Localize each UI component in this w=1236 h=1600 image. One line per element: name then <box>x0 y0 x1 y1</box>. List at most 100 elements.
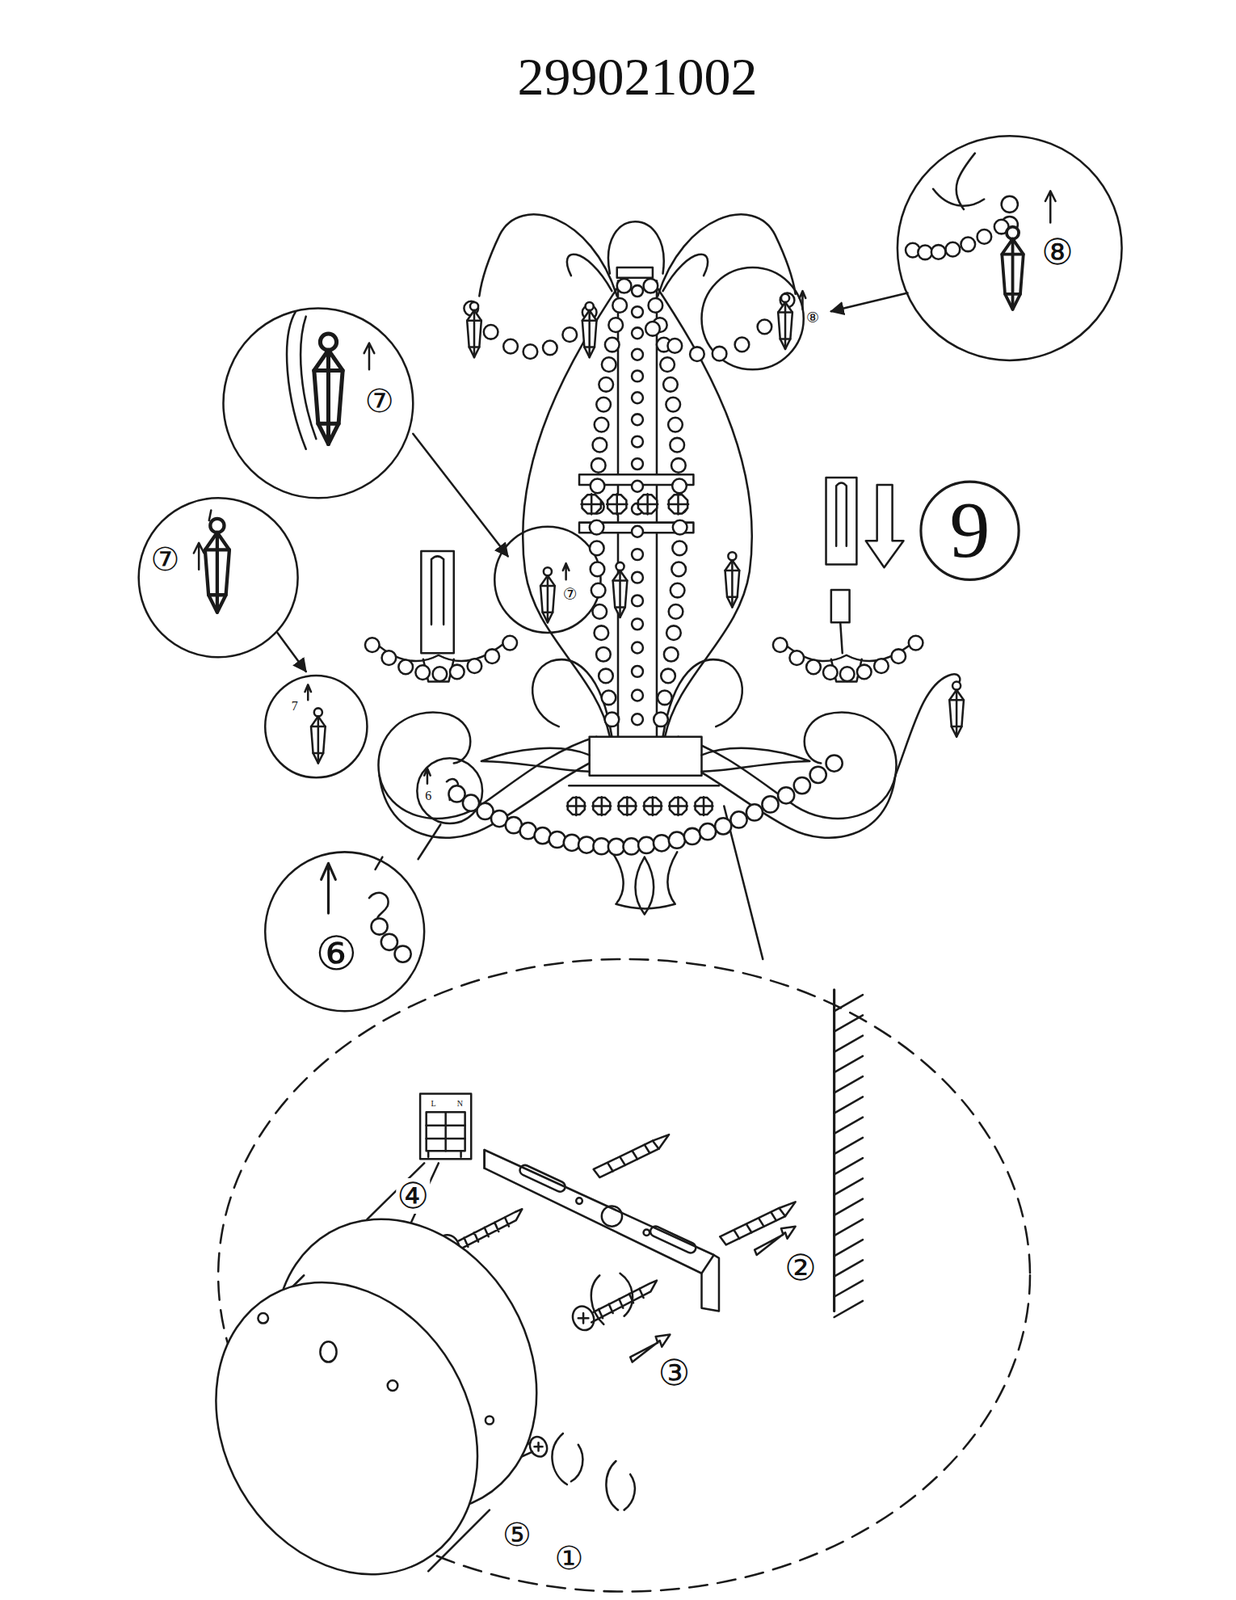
bead-chain <box>672 520 688 535</box>
wall-hatching <box>834 1055 863 1073</box>
bead-chain <box>631 285 644 297</box>
bead-chain <box>596 397 611 412</box>
bead-chain <box>657 689 673 705</box>
bead-chain <box>773 637 788 652</box>
octagon-crystal <box>606 493 627 514</box>
octagon-crystal <box>637 493 658 514</box>
bead-chain <box>660 357 675 372</box>
octagon-crystal <box>643 797 661 815</box>
wall-hatching <box>834 1239 863 1256</box>
bead-chain <box>645 293 795 362</box>
zoom-circle <box>897 135 1123 361</box>
crystal-drop <box>613 562 628 618</box>
bead-chain <box>631 548 644 560</box>
bead-chain <box>605 711 620 727</box>
wall-hatching <box>834 1137 863 1154</box>
crystal-drop <box>1006 227 1019 240</box>
bead-chain <box>668 338 683 354</box>
bead-chain <box>648 298 664 313</box>
chandelier-frame <box>826 477 858 564</box>
octagon-crystal <box>592 796 611 816</box>
octagon-crystal <box>695 797 713 815</box>
bead-chain <box>395 945 412 963</box>
zoom-circle <box>264 675 367 778</box>
terminal-block <box>420 1093 471 1160</box>
mounting-bracket <box>517 1163 567 1194</box>
terminal-block <box>420 1093 471 1160</box>
bead-chain <box>365 635 518 682</box>
chandelier-frame <box>652 280 753 736</box>
octagon-crystal <box>668 493 689 514</box>
chandelier-frame <box>479 214 617 296</box>
chandelier-frame <box>617 267 653 278</box>
direction-arrow <box>304 684 312 700</box>
crystal-drop <box>470 302 479 311</box>
zoom-circle <box>494 526 601 633</box>
part-number-title: 299021002 <box>516 50 758 104</box>
octagon-crystal <box>668 494 688 513</box>
callout-number: ⑥ <box>315 929 359 977</box>
bead-chain <box>371 917 412 962</box>
octagon-crystal <box>567 796 586 816</box>
wall-hatching <box>834 1117 863 1134</box>
hook <box>375 857 383 870</box>
bead-chain <box>612 298 627 313</box>
chandelier-frame <box>657 214 795 296</box>
bead-chain <box>622 837 640 854</box>
crystal-drop <box>540 567 555 623</box>
wall-plug <box>734 1211 777 1239</box>
chandelier-frame <box>608 221 665 274</box>
octagon-crystal <box>592 797 610 815</box>
ceiling-canopy <box>257 1312 269 1324</box>
crystal-decoration <box>205 219 1024 963</box>
crystal-drop <box>540 575 555 623</box>
crystal-drop <box>466 310 482 358</box>
zoom-circle <box>702 267 804 370</box>
bead-chain <box>592 604 607 619</box>
octagon-crystal <box>637 493 658 514</box>
wall-hatching <box>834 1177 863 1194</box>
bead-chain <box>668 417 683 433</box>
rotation-arrow <box>620 1273 634 1316</box>
bead-chain <box>484 648 500 664</box>
crystal-drop <box>777 302 793 349</box>
terminal-block <box>428 1150 461 1157</box>
crystal-drop <box>777 302 793 349</box>
crystal-drop <box>314 349 343 444</box>
bead-chain <box>735 337 750 353</box>
octagon-crystal <box>567 796 586 816</box>
wall-hatching <box>834 1014 863 1031</box>
bead-chain <box>631 713 644 725</box>
wall-plug <box>607 1144 650 1172</box>
rotation-arrow <box>551 1433 567 1485</box>
bead-chain <box>523 344 539 359</box>
bead-chain <box>463 301 597 359</box>
octagon-crystal <box>581 493 602 514</box>
bead-chain <box>631 665 644 677</box>
chandelier-frame <box>702 748 811 772</box>
zoom-circle <box>138 497 299 657</box>
bead-chain <box>857 664 872 680</box>
bead-chain <box>664 647 679 662</box>
terminal-block <box>426 1123 466 1127</box>
bead-chain <box>669 437 685 453</box>
chandelier-frame <box>611 851 677 909</box>
zoom-circle <box>222 308 413 499</box>
octagon-crystal <box>668 493 689 514</box>
bead-chain <box>945 242 961 257</box>
octagon-crystal <box>643 796 663 816</box>
bead-chain <box>631 413 644 425</box>
bead-chain <box>668 832 686 849</box>
bead-chain <box>382 650 397 665</box>
rotation-arrow <box>551 1226 795 1510</box>
screw <box>457 1208 523 1251</box>
bead-chain <box>631 618 644 630</box>
crystal-drop <box>466 302 482 358</box>
crystal-drop <box>311 715 326 763</box>
screw <box>578 1312 589 1324</box>
callout-number: 7 <box>290 699 299 713</box>
bead-chain <box>810 766 827 783</box>
crystal-drop <box>613 570 628 618</box>
bead-chain <box>590 562 606 577</box>
rotation-arrow <box>605 1460 618 1510</box>
